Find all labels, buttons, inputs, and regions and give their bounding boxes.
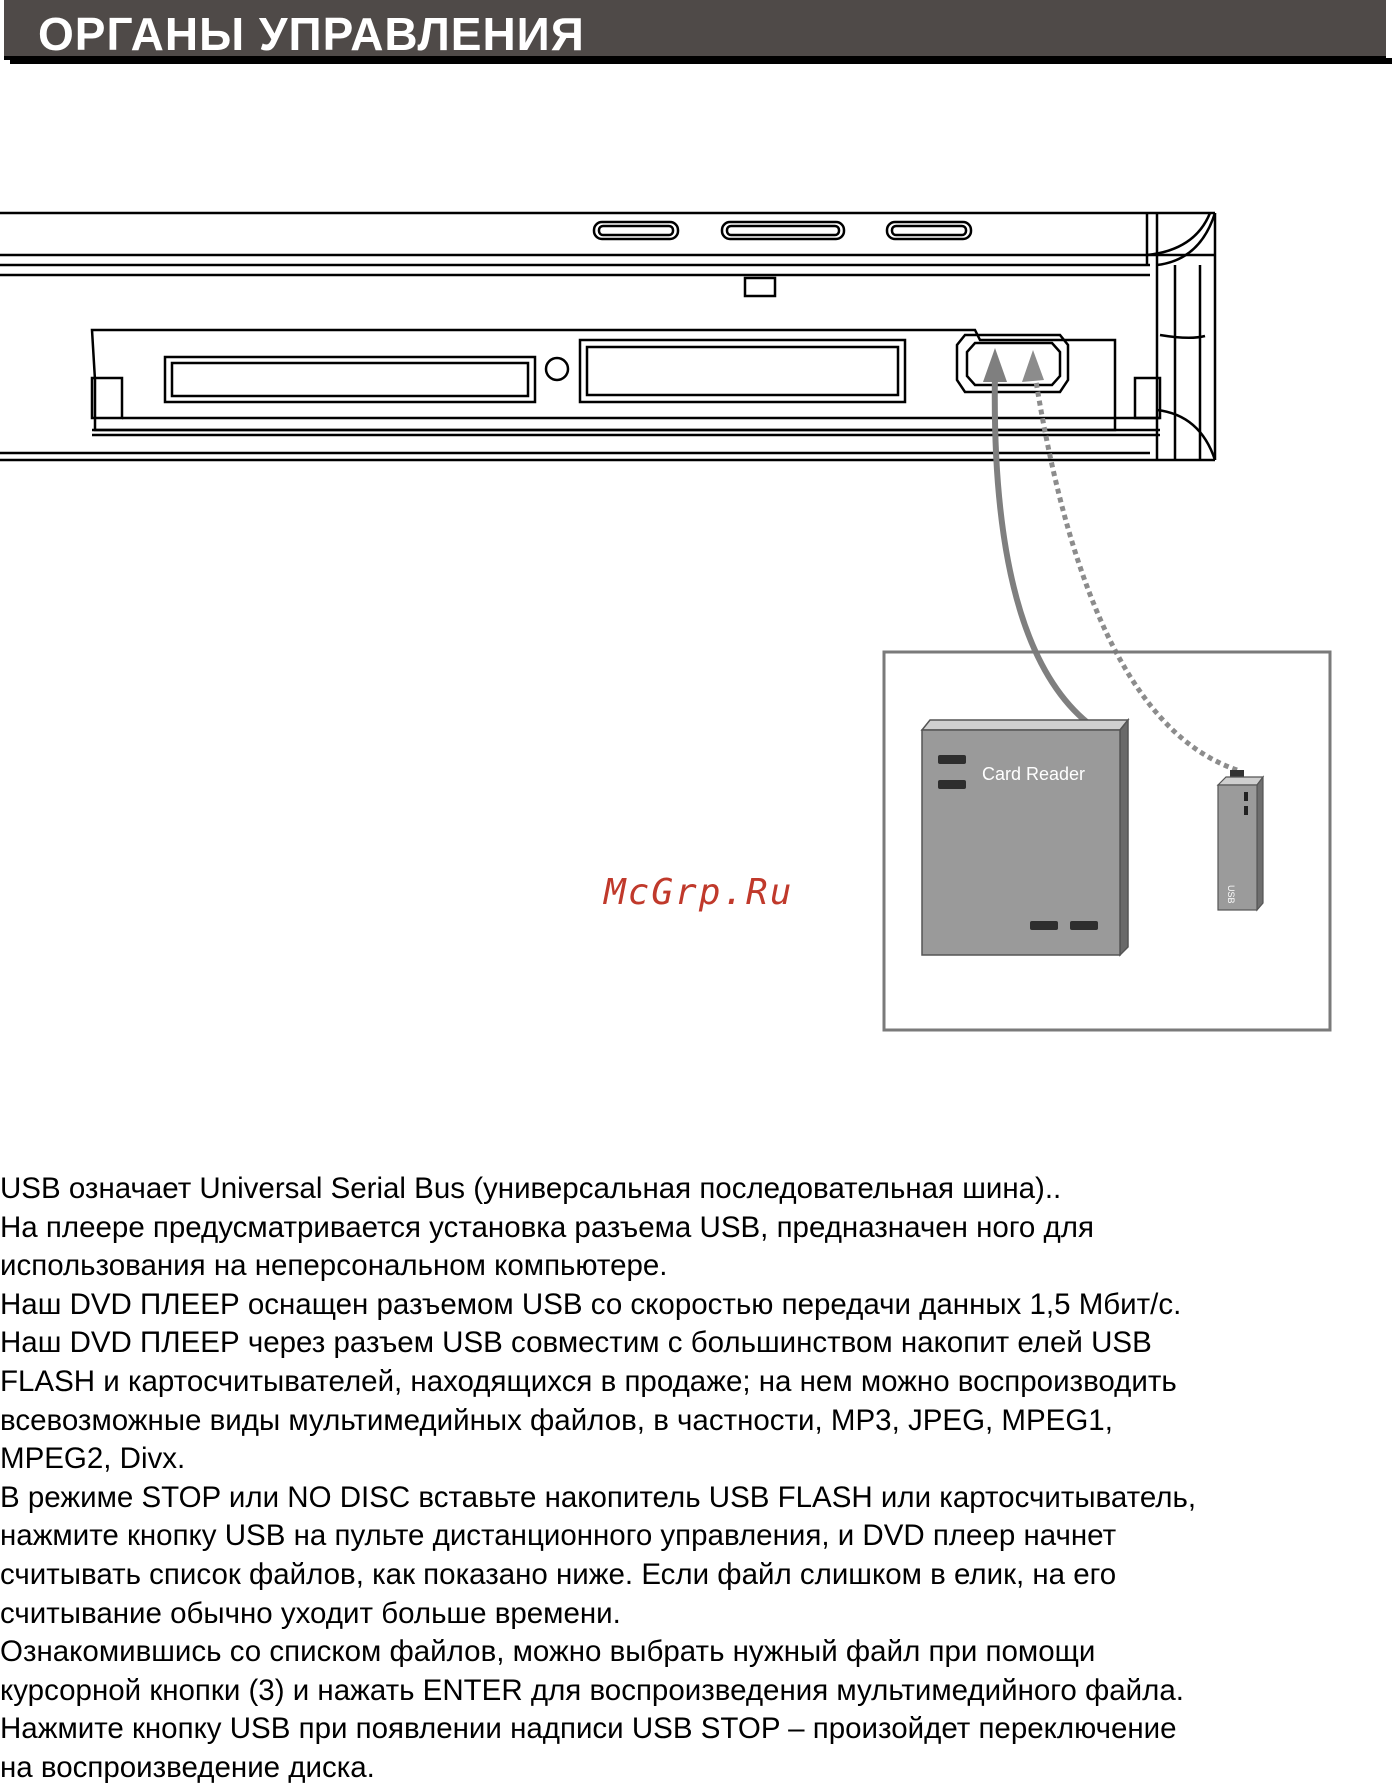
body-line: нажмите кнопку USB на пульте дистанционн… xyxy=(0,1519,1117,1553)
dvd-player-usb-diagram: Card Reader USB xyxy=(0,211,1332,1032)
card-reader-label: Card Reader xyxy=(982,764,1085,784)
body-line: всевозможные виды мультимедийных файлов,… xyxy=(0,1403,1113,1437)
usb-stick-device: USB xyxy=(1216,770,1265,912)
dvd-player-front-panel xyxy=(0,211,1217,462)
body-line: На плеере предусматривается установка ра… xyxy=(0,1210,1094,1244)
header-shadow xyxy=(10,58,1392,64)
body-line: В режиме STOP или NO DISC вставьте накоп… xyxy=(0,1480,1197,1514)
body-line: считывать список файлов, как показано ни… xyxy=(0,1557,1117,1591)
body-line: курсорной кнопки (3) и нажать ENTER для … xyxy=(0,1673,1184,1707)
page-title: ОРГАНЫ УПРАВЛЕНИЯ xyxy=(38,8,585,60)
body-line: Наш DVD ПЛЕЕР оснащен разъемом USB со ск… xyxy=(0,1287,1182,1321)
body-line: FLASH и картосчитывателей, находящихся в… xyxy=(0,1364,1177,1398)
body-line: USB означает Universal Serial Bus (униве… xyxy=(0,1172,1062,1205)
body-line: MPEG2, Divx. xyxy=(0,1442,186,1476)
inset-frame xyxy=(882,650,1332,1032)
body-line: Нажмите кнопку USB при появлении надписи… xyxy=(0,1712,1177,1746)
watermark: McGrp.Ru xyxy=(604,872,794,913)
usb-stick-label: USB xyxy=(1226,885,1236,904)
card-reader-arrow xyxy=(983,348,1095,730)
body-text: USB означает Universal Serial Bus (униве… xyxy=(0,1170,1390,1788)
body-line: использования на неперсональном компьюте… xyxy=(0,1249,668,1283)
card-reader-device: Card Reader xyxy=(920,717,1130,957)
header-bar: ОРГАНЫ УПРАВЛЕНИЯ xyxy=(4,0,1386,60)
body-line: Ознакомившись со списком файлов, можно в… xyxy=(0,1635,1096,1669)
body-line: считывание обычно уходит больше времени. xyxy=(0,1596,621,1630)
body-line: на воспроизведение диска. xyxy=(0,1750,375,1784)
body-line: Наш DVD ПЛЕЕР через разъем USB совместим… xyxy=(0,1326,1152,1360)
usb-stick-arrow xyxy=(1022,350,1238,773)
